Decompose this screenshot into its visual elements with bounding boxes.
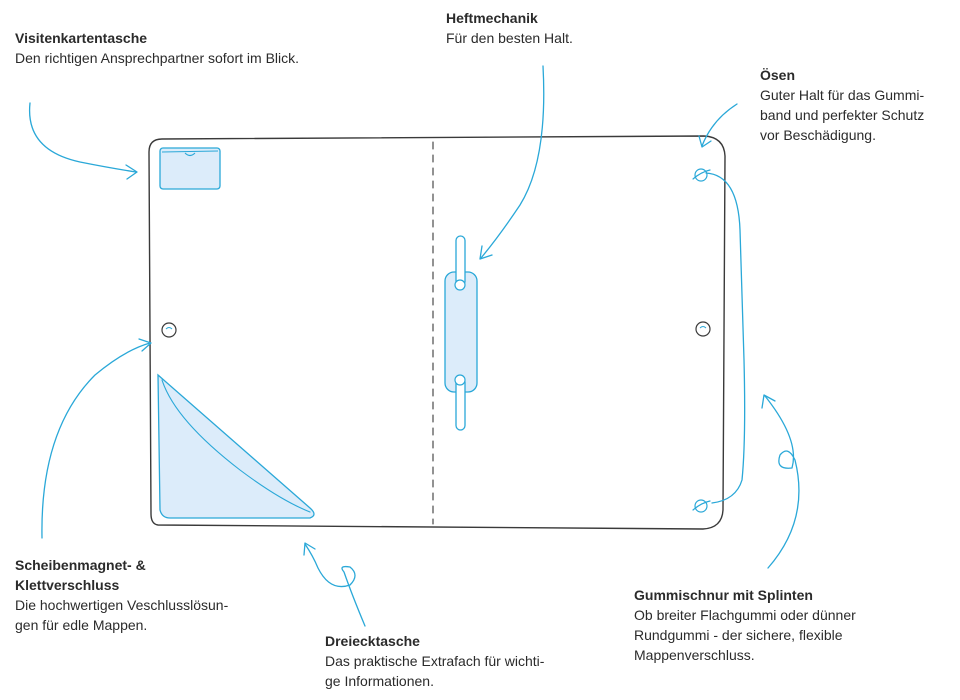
arrow-scheibenmagnet [41, 338, 152, 539]
callout-gummischnur: Gummischnur mit Splinten Ob breiter Flac… [634, 585, 856, 665]
callout-title: Scheibenmagnet- & [15, 557, 146, 573]
callout-dreiecktasche: Dreiecktasche Das praktische Extrafach f… [325, 631, 544, 691]
arrow-dreiecktasche [303, 542, 366, 627]
callout-text: Die hochwertigen Veschlusslösun- [15, 597, 229, 613]
callout-text: Mappenverschluss. [634, 647, 755, 663]
callout-title: Heftmechanik [446, 10, 538, 26]
callout-text: Ob breiter Flachgummi oder dünner [634, 607, 856, 623]
callout-text: Für den besten Halt. [446, 30, 573, 46]
callout-title: Dreiecktasche [325, 633, 420, 649]
callout-scheibenmagnet: Scheibenmagnet- & Klettverschluss Die ho… [15, 555, 228, 635]
arrow-oesen [698, 103, 738, 148]
callout-title: Klettverschluss [15, 577, 120, 593]
folder-outline [148, 135, 726, 530]
callout-heftmechanik: Heftmechanik Für den besten Halt. [446, 8, 573, 48]
elastic-band [705, 172, 746, 504]
callout-oesen: Ösen Guter Halt für das Gummi- band und … [760, 65, 924, 145]
callout-text: Rundgummi - der sichere, flexible [634, 627, 843, 643]
callout-title: Gummischnur mit Splinten [634, 587, 813, 603]
business-card-pocket [159, 147, 221, 190]
eyelet-top [692, 168, 711, 182]
arrow-visitenkartentasche [28, 102, 138, 180]
callout-text: vor Beschädigung. [760, 127, 876, 143]
callout-text: Das praktische Extrafach für wichti- [325, 653, 545, 669]
callout-title: Ösen [760, 67, 796, 83]
eyelet-bottom [692, 499, 711, 513]
callout-text: band und perfekter Schutz [760, 107, 925, 123]
callout-text: gen für edle Mappen. [15, 617, 148, 633]
callout-title: Visitenkartentasche [15, 30, 148, 46]
callout-text: ge Informationen. [325, 673, 434, 689]
magnet-disc-right [695, 321, 711, 337]
callout-text: Guter Halt für das Gummi- [760, 87, 925, 103]
arrow-heftmechanik [479, 65, 545, 260]
arrow-gummischnur [761, 394, 800, 569]
triangle-pocket [157, 373, 315, 519]
callout-visitenkartentasche: Visitenkartentasche Den richtigen Anspre… [15, 28, 299, 68]
fastener-mechanism [444, 235, 478, 431]
magnet-disc-left [161, 322, 177, 338]
callout-text: Den richtigen Ansprechpartner sofort im … [15, 50, 300, 66]
